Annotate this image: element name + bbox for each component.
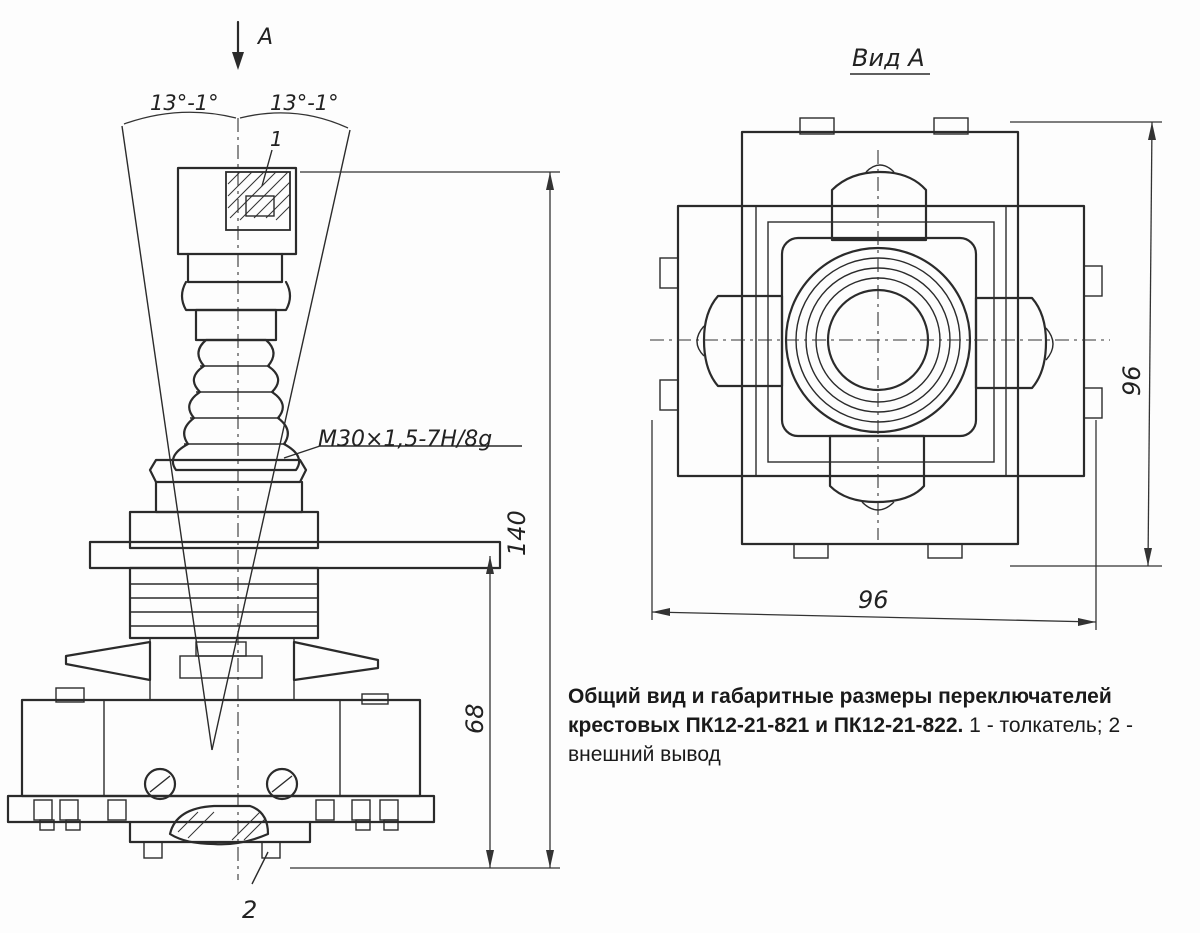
base-block xyxy=(20,698,422,798)
angle-arc-left xyxy=(123,111,237,125)
base-screw-left xyxy=(55,687,85,703)
mounting-panel xyxy=(88,540,502,570)
dim-96h-line xyxy=(651,611,1097,623)
thread-label: M30×1,5-7H/8g xyxy=(318,427,492,452)
tab-bottom-right xyxy=(927,543,963,559)
cross-arm-right xyxy=(974,296,1048,390)
contact-top xyxy=(865,164,895,173)
cross-arm-bottom xyxy=(828,434,926,504)
dim-68-label: 68 xyxy=(461,703,489,734)
stem-sleeve xyxy=(194,308,278,342)
view-arrow-head xyxy=(232,52,244,70)
bracket-right xyxy=(292,640,380,682)
housing-flange xyxy=(128,510,320,550)
marker-2-leader xyxy=(251,851,269,885)
view-a-title: Вид А xyxy=(852,44,925,72)
screw-head-right xyxy=(265,767,299,801)
bottom-nut-left xyxy=(143,841,163,859)
tab-right-top xyxy=(1083,265,1103,297)
cone-right-line xyxy=(211,129,351,751)
base-screw-right xyxy=(361,693,389,705)
bracket-left xyxy=(64,640,152,682)
housing-upper xyxy=(154,480,304,514)
tab-top-right xyxy=(933,117,969,135)
stem-collar xyxy=(180,280,292,312)
view-a: Вид А xyxy=(650,44,1162,630)
terminal-nuts xyxy=(33,799,399,831)
tab-left-bottom xyxy=(659,379,679,411)
mechanism-cam xyxy=(179,655,263,679)
view-arrow-label: А xyxy=(256,25,273,50)
mechanism-pin xyxy=(195,641,247,657)
dim-96v-line xyxy=(1147,121,1153,567)
pusher-slot xyxy=(245,195,275,217)
inner-frame-2 xyxy=(767,221,995,463)
contact-right xyxy=(1045,327,1054,361)
rubber-bellows xyxy=(171,338,301,472)
tab-right-bottom xyxy=(1083,387,1103,419)
caption-legend: 1 - толкатель; 2 - внешний вывод xyxy=(568,714,1133,766)
vertical-plate xyxy=(740,130,1020,546)
side-view: А 13°-1° 13°-1° 1 xyxy=(6,20,560,924)
cross-arm-top xyxy=(830,170,928,242)
external-lead-hatch xyxy=(177,811,267,841)
contact-left xyxy=(696,325,705,357)
terminal-strip xyxy=(6,794,436,824)
angle-arc-right xyxy=(239,112,349,129)
inner-frame-1 xyxy=(755,205,1007,477)
tab-top-left xyxy=(799,117,835,135)
ribbed-body xyxy=(128,566,320,640)
angle-right-label: 13°-1° xyxy=(270,91,339,115)
screw-head-left xyxy=(143,767,177,801)
bottom-nut-right xyxy=(261,841,281,859)
marker-1: 1 xyxy=(270,127,283,151)
thread-leader xyxy=(283,445,321,459)
mechanism-frame xyxy=(149,637,295,701)
dim-140-label: 140 xyxy=(503,510,531,556)
marker-2: 2 xyxy=(242,896,257,924)
dim-96v-label: 96 xyxy=(1118,365,1146,396)
external-lead xyxy=(168,804,270,846)
pusher-insert xyxy=(225,171,291,231)
tab-left-top xyxy=(659,257,679,289)
caption-title: Общий вид и габаритные размеры переключа… xyxy=(568,685,1112,737)
caption: Общий вид и габаритные размеры переключа… xyxy=(568,682,1168,769)
base-cover xyxy=(128,820,312,844)
angle-left-label: 13°-1° xyxy=(150,91,219,115)
pusher-knob xyxy=(176,166,298,256)
dim-96h-label: 96 xyxy=(858,586,889,614)
cone-left-line xyxy=(121,125,213,751)
stem-neck xyxy=(186,252,284,284)
cross-arm-left xyxy=(702,294,784,388)
thread-nut xyxy=(148,458,308,484)
tab-bottom-left xyxy=(793,543,829,559)
